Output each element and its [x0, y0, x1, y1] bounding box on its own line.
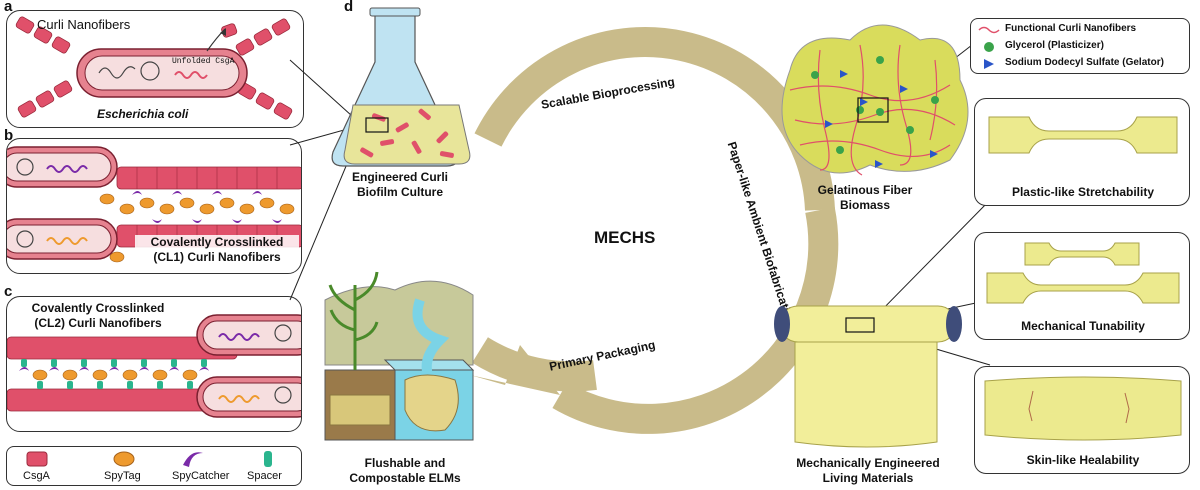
legend-item-spycatcher: SpyCatcher — [172, 470, 230, 482]
scalable-bioprocessing-arrow — [474, 27, 835, 211]
cl2-caption-line2: (CL2) Curli Nanofibers — [34, 316, 162, 330]
unfolded-csga-label: Unfolded CsgA — [172, 57, 235, 66]
legend-glyphs — [26, 451, 272, 467]
dogbone-icon — [988, 116, 1178, 154]
flask-icon — [331, 11, 459, 167]
biomass-caption-line2: Biomass — [839, 198, 891, 212]
panel-c-illustration — [7, 314, 301, 418]
glycerol-swatch — [984, 42, 994, 52]
panel-label-d: d — [344, 0, 354, 15]
property-tunability: Mechanical Tunability — [974, 232, 1190, 340]
legend-item-spacer: Spacer — [247, 470, 282, 482]
cl1-caption-line2: (CL1) Curli Nanofibers — [153, 250, 281, 264]
legend-glycerol: Glycerol (Plasticizer) — [1005, 40, 1104, 51]
biomass-caption-line1: Gelatinous Fiber — [817, 183, 913, 197]
sds-swatch — [984, 59, 994, 69]
property-stretchability-label: Plastic-like Stretchability — [1011, 185, 1155, 199]
legend-item-spytag: SpyTag — [104, 470, 141, 482]
scalable-bioprocessing-label: Scalable Bioprocessing — [540, 74, 676, 112]
panel-a-illustration — [15, 16, 293, 120]
spycatcher-swatch — [183, 452, 203, 467]
property-healability-label: Skin-like Healability — [1026, 453, 1140, 467]
spytag-swatch — [113, 451, 135, 467]
property-tunability-label: Mechanical Tunability — [1021, 319, 1145, 333]
film-roll-icon — [779, 305, 957, 343]
spacer-swatch — [264, 451, 272, 467]
elm-caption: Mechanically Engineered Living Materials — [778, 456, 958, 486]
property-stretchability: Plastic-like Stretchability — [974, 98, 1190, 206]
primary-packaging-label: Primary Packaging — [548, 337, 657, 374]
culture-caption-line2: Biofilm Culture — [357, 185, 443, 199]
cl2-caption: Covalently Crosslinked (CL2) Curli Nanof… — [13, 301, 183, 331]
culture-caption: Engineered Curli Biofilm Culture — [340, 170, 460, 200]
flushable-caption: Flushable and Compostable ELMs — [330, 456, 480, 486]
panel-b-illustration — [7, 146, 301, 263]
mechs-center-label: MECHS — [594, 228, 656, 247]
dogbones-icon — [986, 242, 1180, 304]
panel-label-b: b — [4, 127, 14, 144]
organism-label: Escherichia coli — [97, 107, 189, 121]
biomass-caption: Gelatinous Fiber Biomass — [790, 183, 940, 213]
panel-b: Covalently Crosslinked (CL1) Curli Nanof… — [6, 138, 302, 274]
flushable-caption-line2: Compostable ELMs — [349, 471, 461, 485]
curli-nanofibers-label: Curli Nanofibers — [37, 17, 131, 32]
flushable-caption-line1: Flushable and — [364, 456, 446, 470]
legend-item-csga: CsgA — [23, 470, 50, 482]
cl1-caption-line1: Covalently Crosslinked — [150, 235, 284, 249]
panel-label-a: a — [4, 0, 13, 15]
cl1-caption: Covalently Crosslinked (CL1) Curli Nanof… — [135, 235, 299, 265]
component-legend: CsgA SpyTag SpyCatcher Spacer — [6, 446, 302, 486]
panel-c: Covalently Crosslinked (CL2) Curli Nanof… — [6, 296, 302, 432]
composition-legend-glyphs — [978, 26, 1000, 69]
legend-nanofibers: Functional Curli Nanofibers — [1005, 23, 1137, 34]
primary-packaging-arrowhead — [470, 345, 560, 395]
elm-caption-line1: Mechanically Engineered — [796, 456, 940, 470]
elm-caption-line2: Living Materials — [822, 471, 914, 485]
property-healability: Skin-like Healability — [974, 366, 1190, 474]
ambient-biofabrication-label: Paper-like Ambient Biofabrication — [724, 140, 798, 328]
legend-sds: Sodium Dodecyl Sulfate (Gelator) — [1005, 57, 1164, 68]
culture-caption-line1: Engineered Curli — [351, 170, 449, 184]
nanofiber-swatch — [978, 26, 1000, 34]
composition-legend: Functional Curli Nanofibers Glycerol (Pl… — [970, 18, 1190, 74]
cl2-caption-line1: Covalently Crosslinked — [31, 301, 165, 315]
panel-label-c: c — [4, 283, 13, 300]
panel-a: Curli Nanofibers Unfolded CsgA Escherich… — [6, 10, 304, 128]
healed-film-icon — [984, 376, 1182, 441]
csga-swatch — [26, 451, 48, 467]
